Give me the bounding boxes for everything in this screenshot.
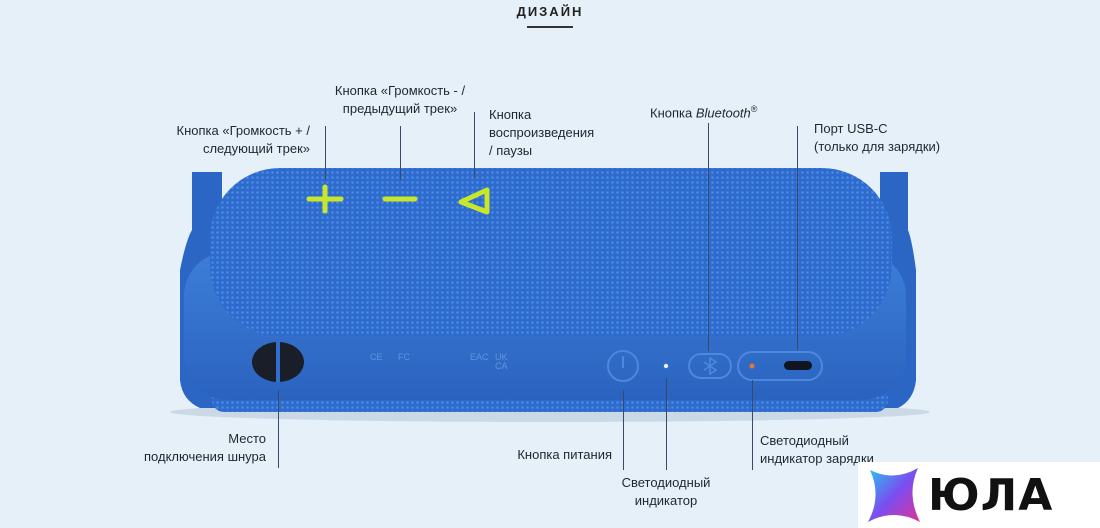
play-pause-button — [458, 187, 490, 215]
label-volume-plus: Кнопка «Громкость + /следующий трек» — [176, 123, 311, 156]
upper-mesh — [210, 168, 892, 336]
label-usb-c: Порт USB-C(только для зарядки) — [814, 121, 941, 154]
leader-strap — [278, 390, 279, 468]
bluetooth-button — [688, 353, 732, 379]
leader-charge-led — [752, 380, 753, 470]
leader-play — [474, 112, 475, 178]
charge-led — [749, 363, 755, 369]
section-heading: ДИЗАЙН — [516, 4, 584, 19]
yula-logo: ЮЛА — [858, 462, 1100, 528]
svg-text:CE: CE — [370, 352, 383, 362]
label-bluetooth: Кнопка Bluetooth® — [650, 104, 758, 121]
leader-led — [666, 378, 667, 470]
regulatory-marks: CE FC EAC UK CA — [370, 352, 508, 371]
power-button — [607, 350, 639, 382]
leader-usb — [797, 126, 798, 350]
leader-volume-minus — [400, 126, 401, 180]
leader-bluetooth — [708, 123, 709, 351]
label-volume-minus: Кнопка «Громкость - /предыдущий трек» — [334, 83, 466, 116]
usb-c-port — [784, 361, 812, 370]
svg-text:UK: UK — [495, 352, 508, 362]
yula-logo-icon — [868, 468, 920, 522]
yula-logo-text: ЮЛА — [928, 470, 1054, 521]
svg-text:CA: CA — [495, 361, 508, 371]
heading-underline — [527, 26, 573, 28]
svg-text:EAC: EAC — [470, 352, 489, 362]
leader-volume-plus — [325, 126, 326, 180]
svg-text:FC: FC — [398, 352, 410, 362]
usb-housing — [737, 351, 823, 381]
status-led — [663, 363, 669, 369]
leader-power — [623, 390, 624, 470]
label-power: Кнопка питания — [517, 447, 612, 462]
